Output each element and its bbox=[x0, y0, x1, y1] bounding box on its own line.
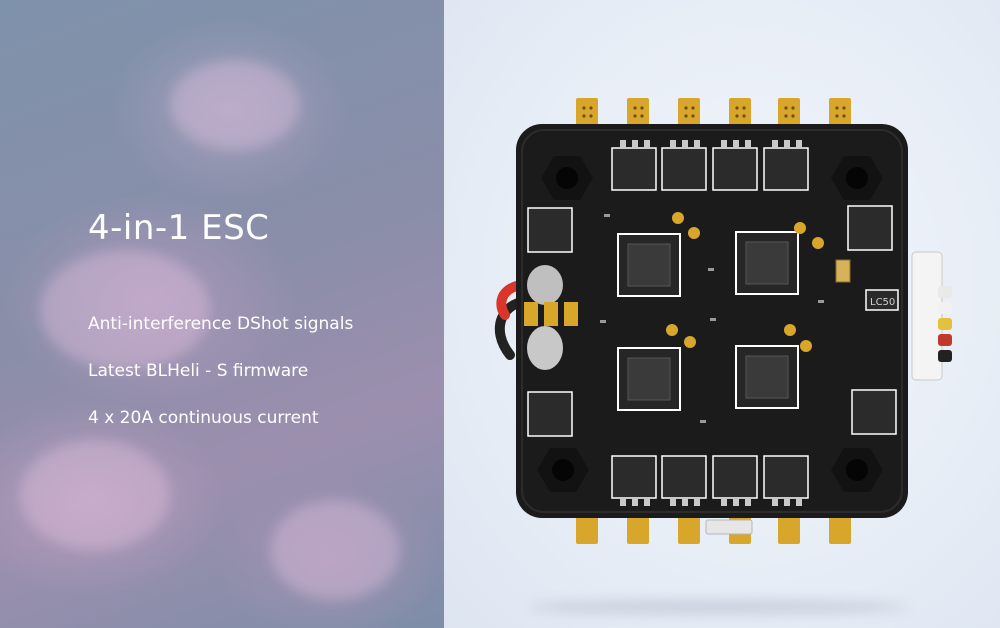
product-title: 4-in-1 ESC bbox=[88, 208, 270, 248]
chip-marking: LC50 bbox=[870, 297, 895, 308]
feature-firmware: Latest BLHeli - S firmware bbox=[88, 361, 309, 381]
board-shadow bbox=[528, 600, 908, 614]
feature-dshot: Anti-interference DShot signals bbox=[88, 314, 354, 334]
feature-current: 4 x 20A continuous current bbox=[88, 408, 319, 428]
text-panel: 4-in-1 ESC Anti-interference DShot signa… bbox=[0, 0, 444, 628]
